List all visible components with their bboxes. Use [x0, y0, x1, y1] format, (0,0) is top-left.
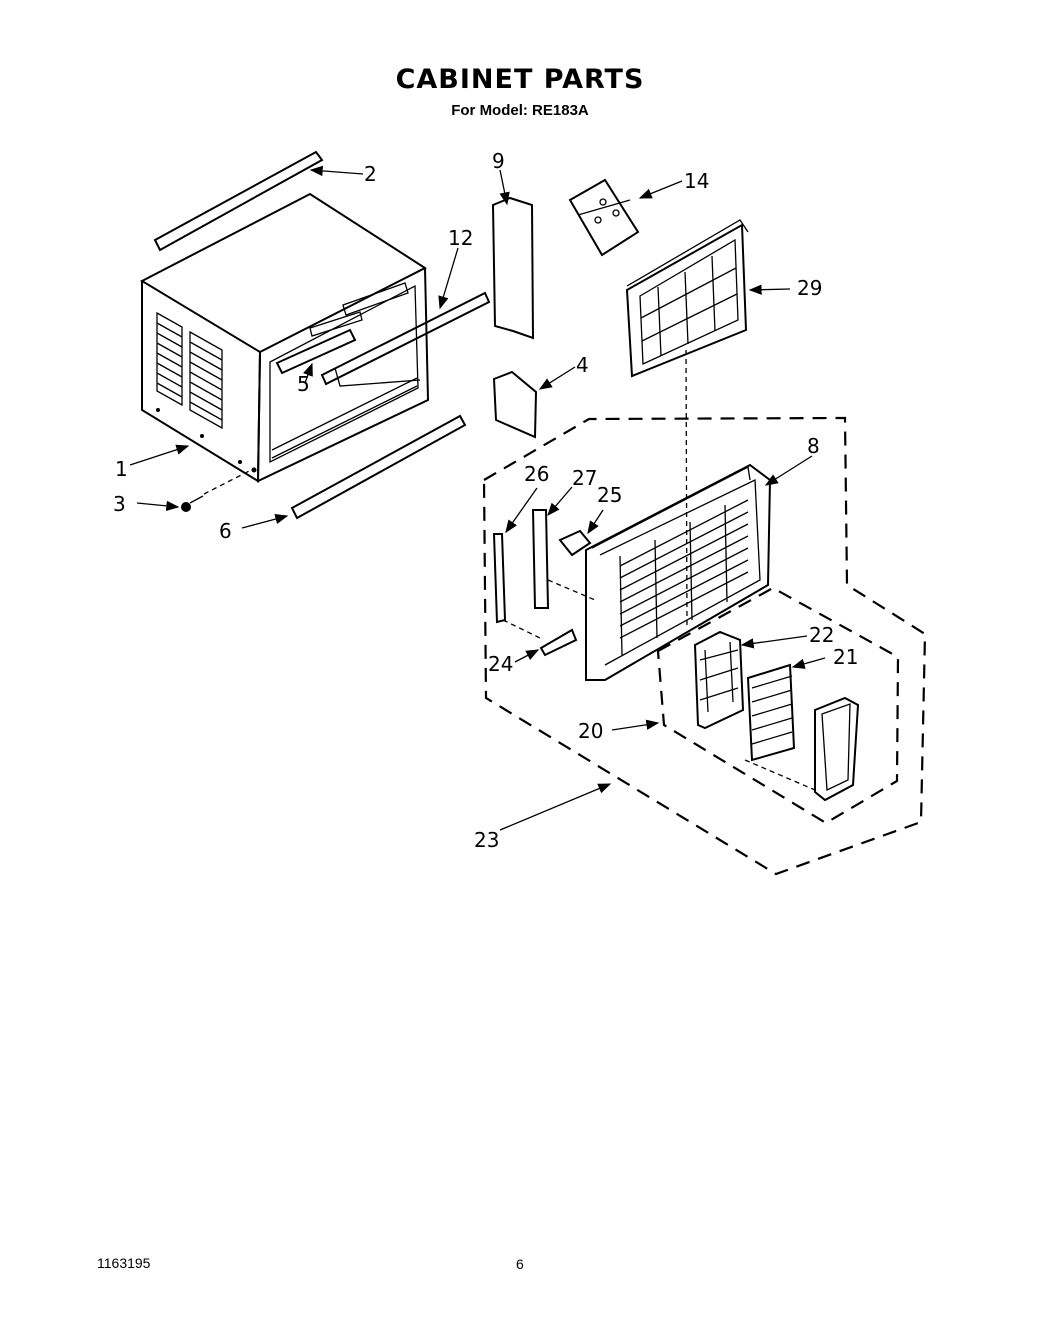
- mounting-bracket-part: [568, 178, 640, 257]
- bracket-part: [275, 328, 357, 375]
- callout-2: 2: [364, 162, 377, 186]
- front-grille-part: [585, 463, 772, 681]
- page-number: 6: [516, 1256, 524, 1272]
- foam-pad-part: [492, 370, 538, 439]
- foam-panel-part: [491, 196, 535, 340]
- callout-14: 14: [684, 169, 709, 193]
- callout-9: 9: [492, 149, 505, 173]
- callout-23: 23: [474, 828, 499, 852]
- callout-leaders: [129, 165, 826, 831]
- cabinet-louvers: [156, 311, 223, 430]
- screw-part: [181, 495, 204, 512]
- document-number: 1163195: [97, 1255, 151, 1271]
- gasket-strip-part: [492, 533, 507, 624]
- clip-part: [539, 628, 578, 657]
- bottom-rail-part: [290, 414, 467, 520]
- top-rail-part: [153, 150, 324, 252]
- louver-blades-part: [746, 663, 796, 762]
- callout-25: 25: [597, 483, 622, 507]
- louver-frame-part: [693, 630, 745, 730]
- callout-27: 27: [572, 466, 597, 490]
- callout-1: 1: [115, 457, 128, 481]
- callout-12: 12: [448, 226, 473, 250]
- callout-20: 20: [578, 719, 603, 743]
- callout-3: 3: [113, 492, 126, 516]
- kit-boundary-inner: [656, 586, 900, 825]
- callout-4: 4: [576, 353, 589, 377]
- callout-6: 6: [219, 519, 232, 543]
- callout-24: 24: [488, 652, 513, 676]
- end-cap-part: [814, 696, 860, 802]
- callout-5: 5: [297, 372, 310, 396]
- model-subtitle: For Model: RE183A: [451, 102, 589, 119]
- seal-strip-part: [531, 509, 550, 609]
- callout-22: 22: [809, 623, 834, 647]
- callout-21: 21: [833, 645, 858, 669]
- callout-26: 26: [524, 462, 549, 486]
- callout-29: 29: [797, 276, 822, 300]
- page-title: CABINET PARTS: [395, 64, 645, 95]
- kit-boundary-outer: [482, 416, 927, 876]
- filter-part: [625, 219, 749, 378]
- callout-labels: 2 9 12 14 29 4 5 1 3 6 8 26 27 25 24 22 …: [113, 149, 858, 852]
- pad-part: [558, 529, 592, 557]
- support-bar-part: [320, 291, 491, 386]
- callout-8: 8: [807, 434, 820, 458]
